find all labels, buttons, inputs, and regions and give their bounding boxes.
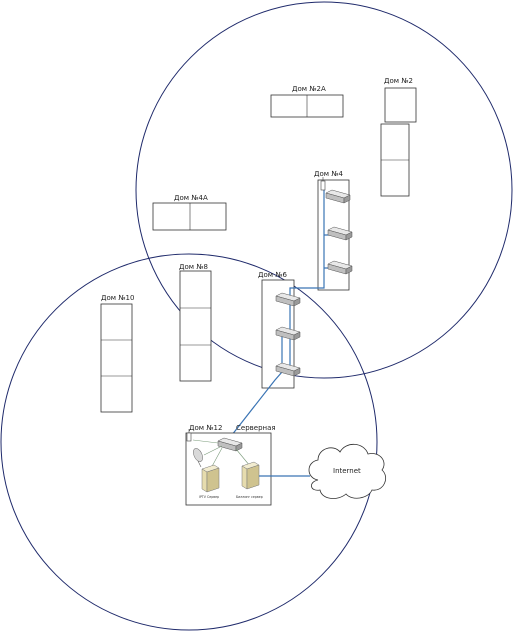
satellite-dish-icon [193, 448, 203, 468]
house-4a-label: Дом №4А [174, 194, 208, 202]
house-2-label: Дом №2 [384, 77, 413, 85]
antenna-icon [320, 177, 326, 191]
internet-label: Internet [333, 467, 361, 475]
switch-icon [327, 260, 353, 275]
server-room-label: Серверная [236, 424, 276, 432]
coverage-circle-upper [135, 1, 513, 379]
switch-icon [275, 362, 301, 377]
iptv-server-label: IPTV Сервер [199, 495, 219, 499]
house-2a [270, 94, 344, 118]
house-12-label: Дом №12 [189, 424, 222, 432]
house-8-label: Дом №8 [179, 263, 208, 271]
coverage-circle-lower [0, 253, 378, 631]
switch-icon [325, 189, 351, 204]
switch-icon [275, 292, 301, 307]
server-icon [241, 461, 260, 490]
cloud-icon [308, 443, 386, 499]
switch-icon [217, 437, 243, 452]
house-4a [152, 202, 227, 231]
house-10 [100, 303, 133, 413]
house-10-label: Дом №10 [101, 294, 134, 302]
switch-icon [275, 326, 301, 341]
internal-links [192, 439, 251, 471]
house-2 [380, 87, 417, 197]
house-8 [179, 270, 212, 382]
server-icon [201, 464, 220, 493]
billing-server-label: Биллинг сервер [236, 495, 263, 499]
switch-icon [327, 226, 353, 241]
house-4-label: Дом №4 [314, 170, 344, 178]
antenna-icon [186, 429, 192, 442]
house-2a-label: Дом №2А [292, 85, 326, 93]
house-6-label: Дом №6 [258, 271, 288, 279]
